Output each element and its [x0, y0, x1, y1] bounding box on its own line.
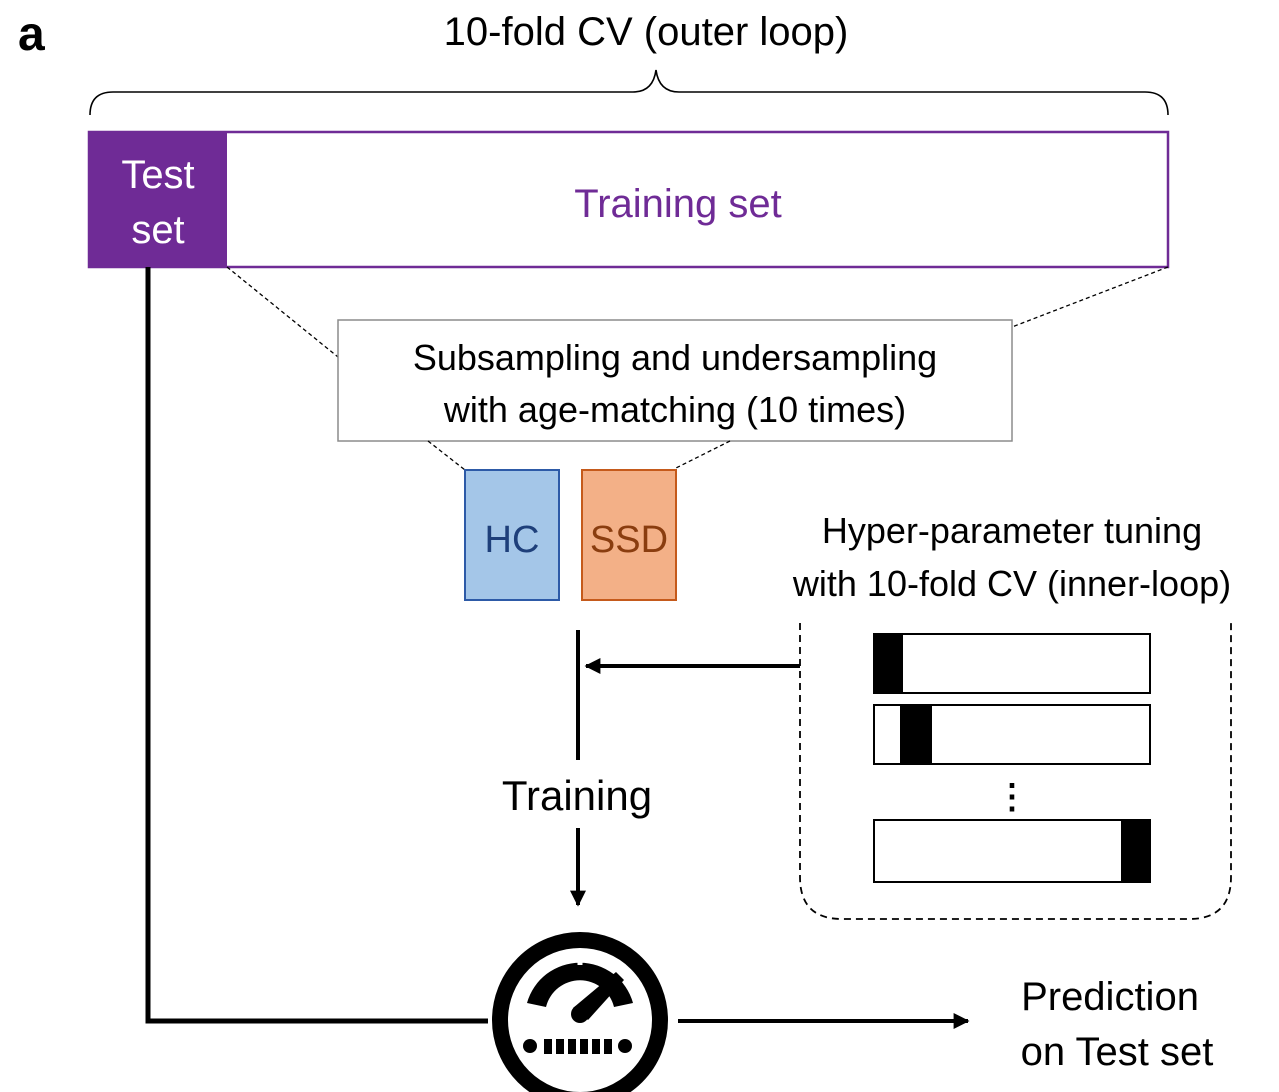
inner-fold-2-validation [900, 705, 932, 764]
tuning-label-line2: with 10-fold CV (inner-loop) [792, 563, 1231, 604]
inner-fold-1-validation [874, 634, 903, 693]
training-set-box [87, 130, 1170, 269]
sampling-label-line2: with age-matching (10 times) [443, 389, 906, 430]
zoom-line-left [226, 266, 339, 358]
training-label: Training [502, 772, 652, 819]
inner-fold-2 [873, 704, 1151, 765]
inner-fold-10 [873, 819, 1151, 883]
group-line-right [675, 440, 731, 469]
zoom-line-right [1011, 266, 1169, 328]
sampling-label-line1: Subsampling and undersampling [413, 337, 937, 378]
outer-loop-brace [89, 69, 1169, 116]
inner-fold-ellipsis: ⋮ [995, 778, 1029, 816]
inner-fold-10-validation [1121, 820, 1150, 882]
inner-loop-region [799, 623, 1232, 920]
hc-group-box [464, 469, 560, 601]
test-set-label-line2: set [131, 208, 184, 252]
hc-group-label: HC [485, 519, 540, 561]
ssd-group-box [581, 469, 677, 601]
inner-fold-1 [873, 633, 1151, 694]
group-line-left [427, 440, 466, 471]
sampling-box [337, 319, 1013, 442]
prediction-label-line1: Prediction [1021, 975, 1199, 1019]
tuning-label-line1: Hyper-parameter tuning [822, 510, 1202, 551]
test-set-box [89, 132, 227, 267]
prediction-label-line2: on Test set [1021, 1030, 1214, 1074]
test-set-path [145, 267, 488, 1024]
test-set-label-line1: Test [121, 153, 194, 197]
panel-label: a [18, 8, 45, 61]
outer-loop-title: 10-fold CV (outer loop) [444, 10, 849, 54]
ssd-group-label: SSD [590, 519, 668, 561]
training-set-label: Training set [574, 182, 782, 226]
speedometer-icon [492, 932, 668, 1092]
